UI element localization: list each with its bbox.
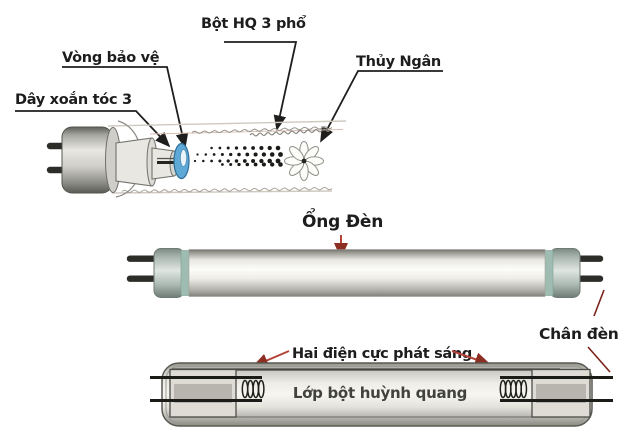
label-lamp-pins: Chân đèn: [539, 325, 619, 343]
leader-filament-wire: [15, 110, 171, 148]
middle-tube-pins-left: [126, 255, 161, 282]
middle-tube-cap-left: [153, 248, 185, 298]
middle-tube: [126, 248, 604, 298]
leader-protective-ring: [62, 66, 189, 149]
label-phosphor-layer: Lớp bột huỳnh quang: [293, 384, 467, 402]
label-filament-wire: Dây xoắn tóc 3: [15, 91, 132, 108]
lamp-pin-leader-bottom: [587, 346, 611, 373]
middle-tube-ring-right: [543, 250, 554, 296]
middle-tube-pins-right: [574, 255, 604, 282]
middle-tube-cap-right: [549, 248, 581, 298]
bottom-tube: Lớp bột huỳnh quang: [150, 362, 613, 427]
electron-stream: [193, 145, 283, 167]
leader-mercury: [320, 70, 443, 143]
electrode-assembly-left: [150, 368, 265, 418]
protective-ring: [173, 142, 190, 180]
label-protective-ring: Vòng bảo vệ: [62, 50, 160, 66]
label-phosphor-powder: Bột HQ 3 phổ: [201, 15, 306, 32]
label-electrodes: Hai điện cực phát sáng: [292, 346, 472, 362]
middle-tube-body: [188, 249, 546, 297]
electrode-coil-right: [499, 379, 528, 399]
electrode-coil-left: [241, 379, 265, 399]
label-lamp-tube: Ổng Đèn: [302, 207, 383, 232]
stem-assembly: [115, 137, 180, 187]
electrode-assembly-right: [499, 368, 613, 418]
label-mercury: Thủy Ngân: [356, 54, 441, 70]
bottom-cutaway-view: Hai điện cực phát sáng Chân đèn: [150, 289, 619, 427]
tube-wall-lines: [107, 120, 347, 194]
middle-tube-ring-left: [180, 250, 191, 296]
mercury-atom-icon: [284, 141, 324, 181]
lamp-pin-leader-top: [593, 289, 605, 317]
middle-tube-view: Ổng Đèn: [126, 207, 604, 298]
electrode-arrow-right: [451, 350, 491, 366]
leader-phosphor-powder: [224, 41, 298, 131]
bottom-tube-glass: [161, 362, 593, 427]
top-cutaway-view: Dây xoắn tóc 3 Vòng bảo vệ Bột HQ 3 phổ …: [15, 15, 443, 198]
